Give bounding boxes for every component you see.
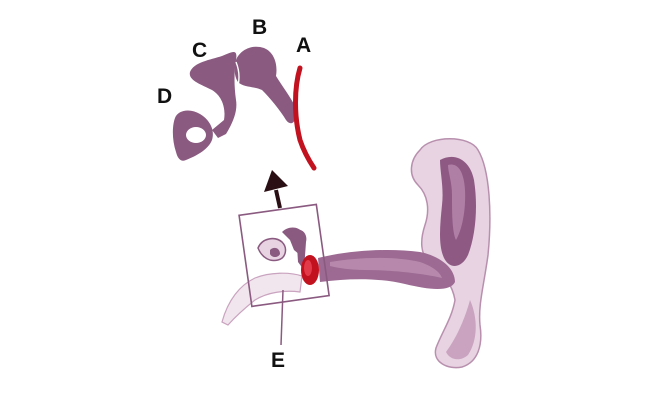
incus [189,52,237,138]
stapes-small [270,247,280,257]
ossicles-small [257,227,307,270]
outer-ear [410,138,491,369]
pinna-helix-shade [448,164,466,240]
zoom-box [238,203,331,308]
label-c: C [192,39,208,62]
inner-tissue [221,272,303,326]
eardrum [293,65,317,171]
label-a: A [296,34,312,57]
eardrum-small-texture [304,260,312,276]
zoom-arrow [264,170,288,209]
ear-canal-highlight [330,257,442,278]
stapes-hole [186,127,206,143]
leader-line-e [280,289,284,346]
malleus [234,46,297,124]
label-e: E [271,349,286,372]
ossicles-enlarged [172,46,317,171]
malleus-joint-line [235,61,240,93]
pinna-lobe-shade [446,300,476,360]
label-d: D [157,85,173,108]
label-b: B [252,16,268,39]
